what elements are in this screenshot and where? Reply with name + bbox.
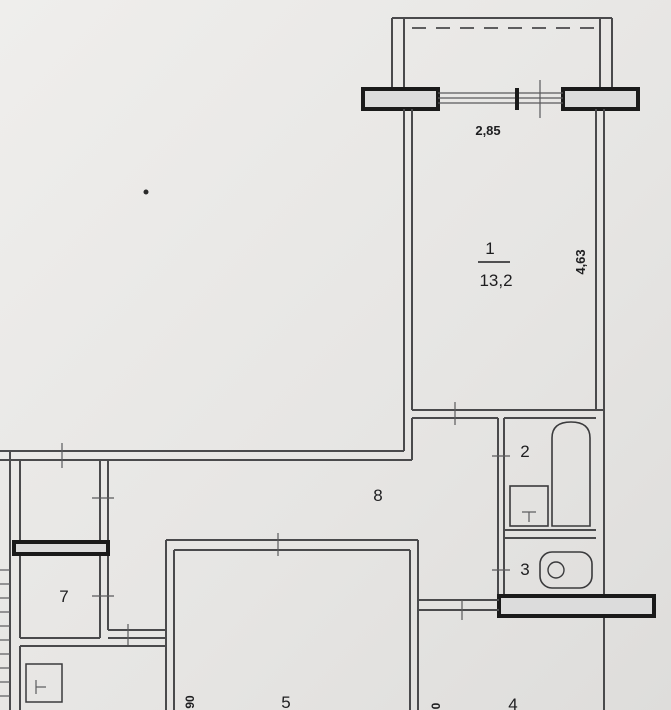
room-5-number: 5 [281,693,290,710]
toilet-3 [492,551,593,589]
room-8-number: 8 [373,486,382,505]
room-4-side-label: 0 [429,702,443,709]
exterior-wall-right [497,594,656,618]
room-1-length-label: 4,63 [573,249,588,274]
toilet-icon [539,551,593,589]
ink-speck [143,189,149,195]
window-mullion [515,88,519,110]
hallway-8-walls [0,410,505,600]
room-3-number: 3 [520,560,529,579]
balcony-width-label: 2,85 [475,123,500,138]
room-2-number: 2 [520,442,529,461]
bath-sink-icon [25,663,63,703]
stair-hatch [0,569,10,697]
room-4-number: 4 [508,695,517,710]
room-4-walls [417,540,499,710]
bathtub-icon [551,421,591,527]
bathroom-2 [492,417,596,539]
balcony [391,17,613,90]
room-7-walls [9,451,166,710]
exterior-wall-top [361,80,640,118]
room-7-number: 7 [59,587,68,606]
room-1-number: 1 [485,239,494,258]
sink-icon [509,485,549,527]
room-5-walls [165,533,418,710]
room-1-area: 13,2 [479,271,512,290]
room-5-side-label: 90 [183,695,197,709]
exterior-wall-left [12,540,110,556]
